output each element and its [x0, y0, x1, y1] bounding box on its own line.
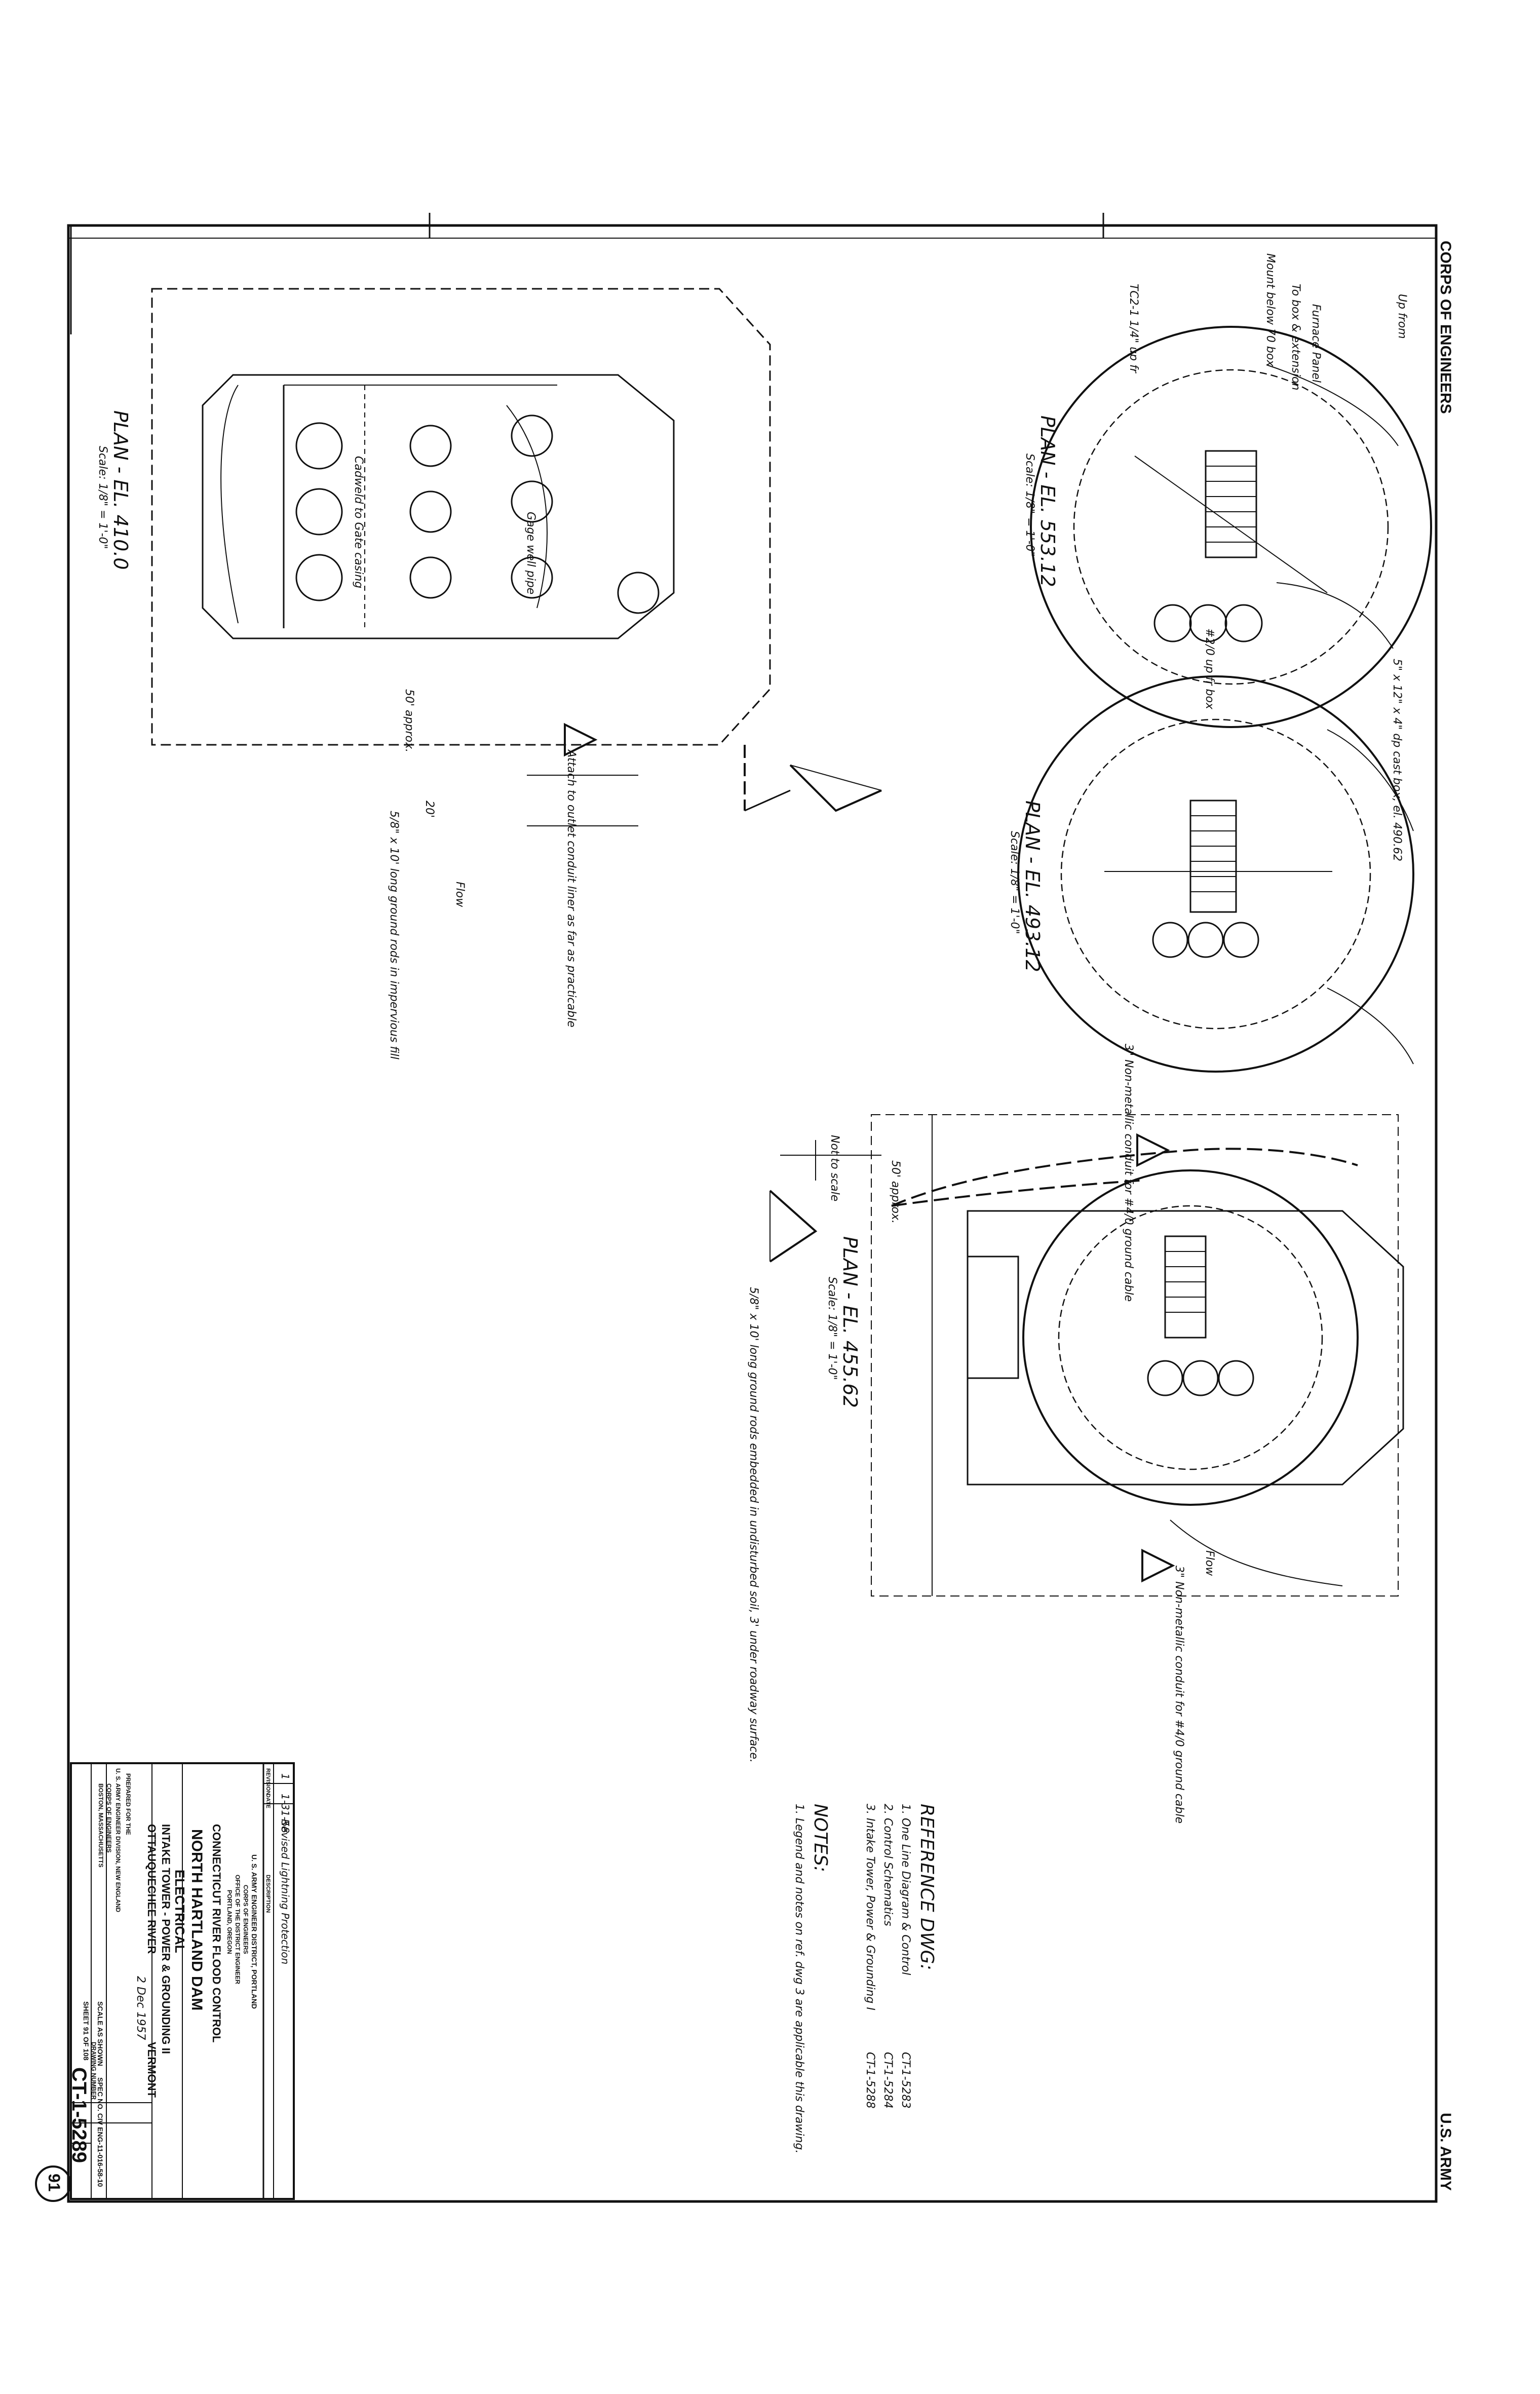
reference-item-3: 3. Intake Tower, Power & Grounding I: [864, 1804, 876, 2010]
callout-flow-right: Flow: [1203, 1550, 1216, 1576]
plan-el-493-circle: [1017, 675, 1414, 1073]
notes-heading: NOTES:: [810, 1804, 831, 1872]
callout-furnace-panel: Furnace Panel: [1310, 304, 1322, 383]
state-title: VERMONT: [145, 2042, 158, 2098]
office-line-1: U. S. ARMY ENGINEER DISTRICT, PORTLAND: [250, 1854, 258, 2009]
notes-item-1: 1. Legend and notes on ref. dwg 3 are ap…: [793, 1804, 805, 2154]
sheet-label: SHEET 91 OF 108: [82, 2001, 90, 2061]
plan-el-455-plan: [769, 1114, 1404, 1597]
callout-cadweld: Cadweld to Gate casing: [352, 456, 365, 589]
reference-item-1-number: CT-1-5283: [899, 2052, 912, 2109]
drawing-number-label: DRAWING NUMBER: [90, 2042, 97, 2100]
callout-fifty-approx-2: 50' approx.: [889, 1160, 902, 1224]
prepared-for-2: U. S. ARMY ENGINEER DIVISION, NEW ENGLAN…: [114, 1768, 122, 1913]
revision-col-date: DATE: [265, 1794, 271, 1809]
callout-embedded: 5/8" x 10' long ground rods embedded in …: [747, 1287, 760, 1763]
callout-up-fr-box: #2/0 up fr box: [1203, 628, 1216, 709]
callout-gage-well: Gage well pipe: [524, 512, 537, 595]
plan-scale-493: Scale: 1/8" = 1'-0": [1008, 831, 1021, 934]
plan-title-410: PLAN - EL. 410.0: [109, 410, 132, 570]
callout-nonmetallic-conduit-2: 3" Non-metallic conduit for #4/0 ground …: [1122, 1044, 1135, 1302]
plan-scale-553: Scale: 1/8" = 1'-0": [1023, 453, 1036, 557]
discipline-title: ELECTRICAL: [172, 1870, 187, 1953]
callout-not-to-scale: Not to scale: [828, 1135, 841, 1202]
callout-nonmetallic-conduit: 3" Non-metallic conduit for #4/0 ground …: [1173, 1566, 1185, 1824]
revision-triangles: [564, 723, 1175, 1583]
office-line-3: OFFICE OF THE DISTRICT ENGINEER: [234, 1875, 241, 1985]
callout-attach-outlet: Attach to outlet conduit liner as far as…: [565, 750, 578, 1028]
reference-heading: REFERENCE DWG:: [916, 1804, 937, 1970]
title-block-frame: [35, 1762, 295, 2202]
revision-description: Revised Lightning Protection: [279, 1819, 291, 1965]
drawing-date: 2 Dec 1957: [134, 1976, 147, 2040]
prepared-for-1: PREPARED FOR THE: [125, 1773, 132, 1835]
plan-title-493: PLAN - EL. 493.12: [1021, 801, 1044, 972]
callout-fifty-approx: 50' approx.: [403, 689, 415, 752]
prepared-for-3: CORPS OF ENGINEERS: [105, 1783, 112, 1853]
revision-col-description: DESCRIPTION: [265, 1875, 271, 1913]
callout-tc2: TC2-1 1/4" up fr: [1127, 284, 1140, 373]
callout-up-from: Up from: [1396, 294, 1408, 339]
callout-flow-left: Flow: [453, 882, 466, 907]
dam-title: NORTH HARTLAND DAM: [188, 1829, 205, 2011]
callout-ground-rods: 5/8" x 10' long ground rods in imperviou…: [388, 811, 400, 1059]
us-army-label: U.S. ARMY: [1437, 2113, 1454, 2191]
reference-item-2: 2. Control Schematics: [881, 1804, 894, 1926]
drawing-number: CT-1-5289: [68, 2067, 90, 2163]
callout-box-extension: To box & extension: [1289, 284, 1302, 391]
sheet-border: [67, 224, 1438, 2203]
sheet-circle-number: 91: [45, 2174, 63, 2192]
callout-twenty: 20': [423, 801, 436, 818]
prepared-for-4: BOSTON, MASSACHUSETTS: [97, 1783, 104, 1868]
reference-item-1: 1. One Line Diagram & Control: [899, 1804, 912, 1975]
drawing-scale: SCALE AS SHOWN: [96, 2001, 104, 2066]
plan-el-410-plan: [151, 288, 882, 826]
project-title: CONNECTICUT RIVER FLOOD CONTROL: [210, 1824, 223, 2043]
office-line-2: CORPS OF ENGINEERS: [242, 1885, 249, 1954]
plan-title-553: PLAN - EL. 553.12: [1036, 415, 1059, 587]
revision-col-revision: REVISION: [265, 1768, 271, 1795]
callout-mount-below: Mount below 70 box: [1264, 253, 1277, 367]
corps-of-engineers-label: CORPS OF ENGINEERS: [1437, 241, 1454, 414]
subject-title: INTAKE TOWER - POWER & GROUNDING II: [160, 1824, 172, 2054]
plan-scale-410: Scale: 1/8" = 1'-0": [96, 446, 109, 549]
river-title: OTTAUQUECHEE RIVER: [145, 1824, 158, 1954]
reference-item-2-number: CT-1-5284: [881, 2052, 894, 2109]
plan-el-553-circle: [1030, 326, 1432, 728]
callout-cast-box: 5" x 12" x 4" dp cast box, el. 490.62: [1391, 659, 1403, 861]
plan-scale-455: Scale: 1/8" = 1'-0": [826, 1277, 838, 1380]
revision-mark: 1: [279, 1773, 291, 1780]
reference-item-3-number: CT-1-5288: [864, 2052, 876, 2109]
spec-number: SPEC NO. CIV ENG-11-016-58-10: [96, 2077, 104, 2187]
office-line-4: PORTLAND, OREGON: [226, 1890, 233, 1954]
plan-title-455: PLAN - EL. 455.62: [839, 1236, 861, 1408]
